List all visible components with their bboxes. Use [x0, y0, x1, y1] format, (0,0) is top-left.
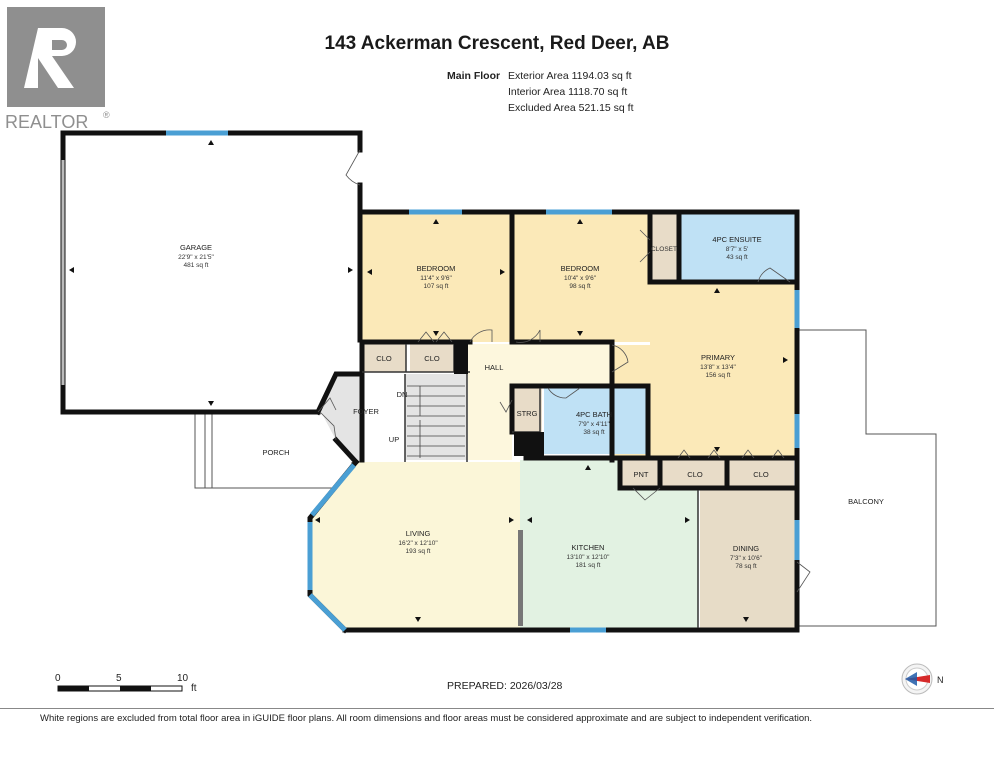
closet-floor — [650, 214, 678, 280]
balcony-label: BALCONY — [848, 497, 884, 506]
garage-floor — [63, 133, 360, 412]
clo2-floor — [410, 344, 454, 372]
porch-label: PORCH — [262, 448, 289, 457]
svg-text:156 sq ft: 156 sq ft — [706, 372, 731, 379]
clo1-floor — [362, 344, 406, 372]
excluded-area: Excluded Area 521.15 sq ft — [508, 102, 634, 114]
scale-bar: 0 5 10 ft — [55, 673, 197, 694]
foyer-label: FOYER — [353, 407, 379, 416]
clo2-label: CLO — [424, 354, 440, 363]
scale-unit: ft — [191, 683, 197, 694]
dn-label: DN — [397, 390, 408, 399]
svg-text:BEDROOM: BEDROOM — [417, 264, 456, 273]
dining-floor — [700, 490, 796, 628]
interior-area: Interior Area 1118.70 sq ft — [508, 86, 628, 98]
svg-text:98 sq ft: 98 sq ft — [569, 283, 591, 290]
scale-tick-10: 10 — [177, 673, 189, 684]
svg-text:PRIMARY: PRIMARY — [701, 353, 735, 362]
clo3-floor — [662, 460, 726, 488]
svg-text:4PC ENSUITE: 4PC ENSUITE — [712, 235, 761, 244]
kitchen-counter — [518, 530, 523, 626]
realtor-logo: REALTOR ® — [5, 7, 110, 130]
bath-label: 4PC BATH 7'9" x 4'11" 38 sq ft — [576, 410, 612, 436]
ensuite-floor — [680, 214, 795, 280]
scale-tick-5: 5 — [116, 673, 122, 684]
hall-floor — [468, 344, 612, 460]
scale-tick-0: 0 — [55, 673, 61, 684]
compass-north-label: N — [937, 675, 944, 685]
ensuite-label: 4PC ENSUITE 8'7" x 5' 43 sq ft — [712, 235, 761, 261]
svg-text:7'3" x 10'6": 7'3" x 10'6" — [730, 555, 763, 562]
bath-floor — [544, 388, 646, 454]
svg-text:11'4" x 9'6": 11'4" x 9'6" — [420, 275, 452, 282]
svg-text:193 sq ft: 193 sq ft — [406, 548, 431, 555]
svg-text:16'2" x 12'10": 16'2" x 12'10" — [398, 540, 438, 547]
footer-bar: White regions are excluded from total fl… — [0, 708, 994, 731]
windows — [166, 130, 800, 633]
svg-text:22'9" x 21'5": 22'9" x 21'5" — [178, 254, 214, 261]
clo1-label: CLO — [376, 354, 392, 363]
svg-text:LIVING: LIVING — [406, 529, 431, 538]
svg-text:10'4" x 9'6": 10'4" x 9'6" — [564, 275, 597, 282]
pnt-label: PNT — [634, 470, 649, 479]
svg-text:181 sq ft: 181 sq ft — [576, 562, 601, 569]
chimney-block — [454, 344, 468, 374]
primary-label: PRIMARY 13'8" x 13'4" 156 sq ft — [700, 353, 736, 379]
room-fills — [63, 133, 796, 628]
strg-floor — [512, 388, 542, 432]
living-label: LIVING 16'2" x 12'10" 193 sq ft — [398, 529, 438, 555]
dining-label: DINING 7'3" x 10'6" 78 sq ft — [730, 544, 763, 570]
closet-label: CLOSET — [651, 246, 677, 253]
svg-text:BEDROOM: BEDROOM — [561, 264, 600, 273]
kitchen-floor — [520, 460, 698, 628]
up-label: UP — [389, 435, 399, 444]
floor-name: Main Floor — [447, 70, 501, 82]
doors — [317, 149, 811, 593]
bedroom1-floor — [362, 214, 510, 342]
bedroom2-floor — [512, 214, 650, 342]
primary-floor — [612, 282, 795, 458]
footer-disclaimer: White regions are excluded from total fl… — [40, 713, 813, 724]
garage-label: GARAGE 22'9" x 21'5" 481 sq ft — [178, 243, 214, 269]
svg-text:78 sq ft: 78 sq ft — [735, 563, 757, 570]
bath-block — [514, 432, 544, 456]
realtor-wordmark: REALTOR — [5, 112, 88, 130]
foyer-floor — [320, 374, 362, 462]
staircase — [407, 385, 465, 458]
svg-text:38 sq ft: 38 sq ft — [583, 429, 605, 436]
svg-text:7'9" x 4'11": 7'9" x 4'11" — [578, 421, 610, 428]
svg-text:43 sq ft: 43 sq ft — [726, 254, 748, 261]
svg-text:KITCHEN: KITCHEN — [572, 543, 605, 552]
floor-plan: GARAGE 22'9" x 21'5" 481 sq ft BEDROOM 1… — [55, 130, 944, 695]
svg-text:8'7" x 5': 8'7" x 5' — [726, 246, 749, 253]
bedroom2-label: BEDROOM 10'4" x 9'6" 98 sq ft — [561, 264, 600, 290]
svg-text:13'10" x 12'10": 13'10" x 12'10" — [567, 554, 611, 561]
page-title: 143 Ackerman Crescent, Red Deer, AB — [324, 33, 670, 54]
clo4-floor — [728, 460, 794, 488]
strg-label: STRG — [517, 409, 538, 418]
prepared-date: PREPARED: 2026/03/28 — [447, 680, 563, 692]
compass-icon: N — [901, 663, 944, 695]
clo3-label: CLO — [687, 470, 703, 479]
living-floor — [310, 462, 520, 628]
dimension-arrows — [69, 140, 788, 622]
hall-label: HALL — [485, 363, 504, 372]
svg-text:481 sq ft: 481 sq ft — [184, 262, 209, 269]
svg-text:13'8" x 13'4": 13'8" x 13'4" — [700, 364, 736, 371]
svg-text:DINING: DINING — [733, 544, 759, 553]
exterior-area: Exterior Area 1194.03 sq ft — [508, 70, 632, 82]
svg-text:GARAGE: GARAGE — [180, 243, 212, 252]
registered-mark: ® — [103, 110, 110, 120]
svg-text:4PC BATH: 4PC BATH — [576, 410, 612, 419]
stairs-floor — [405, 374, 467, 460]
clo4-label: CLO — [753, 470, 769, 479]
kitchen-label: KITCHEN 13'10" x 12'10" 181 sq ft — [567, 543, 611, 569]
thin-walls — [362, 344, 699, 628]
bedroom1-label: BEDROOM 11'4" x 9'6" 107 sq ft — [417, 264, 456, 290]
pnt-floor — [622, 460, 660, 488]
svg-text:107 sq ft: 107 sq ft — [424, 283, 449, 290]
